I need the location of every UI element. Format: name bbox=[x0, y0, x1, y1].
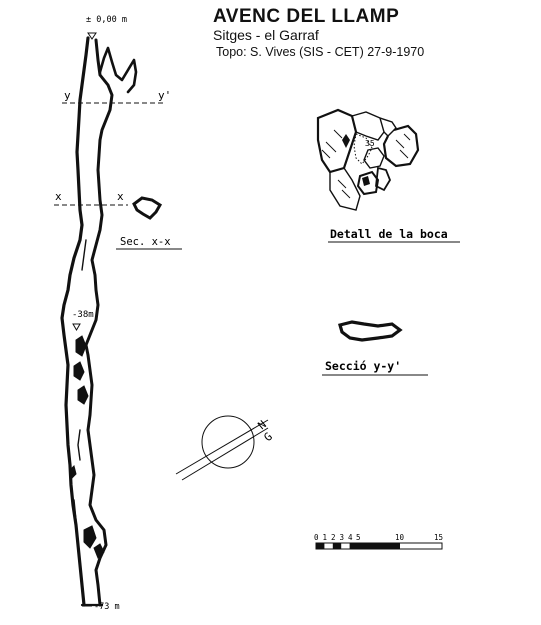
mouth-detail-number: 35 bbox=[365, 139, 375, 148]
depth-top-label: ± 0,00 m bbox=[86, 15, 127, 25]
scale-tick-label: 3 bbox=[340, 533, 345, 542]
compass bbox=[175, 415, 269, 481]
scale-tick-label: 1 bbox=[323, 533, 328, 542]
scale-bar-segment bbox=[316, 543, 325, 549]
profile-right-wall bbox=[84, 38, 114, 607]
depth-bottom-label: -73 m bbox=[94, 602, 120, 612]
scale-tick-label: 4 bbox=[348, 533, 353, 542]
mouth-detail bbox=[316, 108, 420, 211]
mouth-detail-fills bbox=[342, 134, 370, 186]
section-x-left-label: x bbox=[55, 190, 62, 203]
section-y-right-label: y' bbox=[158, 89, 171, 102]
scale-bar-segment bbox=[358, 543, 400, 549]
section-xx-caption: Sec. x-x bbox=[120, 236, 171, 248]
scale-tick-label: 15 bbox=[434, 533, 443, 542]
depth-mid-label: -38m bbox=[72, 310, 94, 320]
survey-location: Sitges - el Garraf bbox=[213, 27, 319, 43]
depth-markers bbox=[72, 32, 97, 331]
profile-left-wall bbox=[60, 36, 90, 607]
section-x-right-label: x bbox=[117, 190, 124, 203]
scale-tick-label: 5 bbox=[356, 533, 361, 542]
scale-bar bbox=[315, 542, 443, 550]
mouth-detail-caption: Detall de la boca bbox=[330, 227, 448, 241]
scale-bar-segment bbox=[332, 543, 342, 549]
scale-tick-labels: 0 1 2 3 4 5 10 15 bbox=[314, 533, 443, 542]
mid-depth-marker bbox=[72, 323, 81, 331]
section-yy-outline bbox=[338, 320, 403, 342]
profile-inner-line bbox=[73, 239, 87, 521]
scale-bar-segment bbox=[349, 543, 358, 549]
compass-north-line bbox=[175, 419, 269, 475]
section-y-left-label: y bbox=[64, 89, 71, 102]
entrance-marker bbox=[87, 32, 97, 40]
profile-blocks bbox=[69, 335, 105, 559]
section-yy-caption: Secció y-y' bbox=[325, 359, 401, 373]
compass-geo-label: G bbox=[261, 430, 274, 444]
survey-title: AVENC DEL LLAMP bbox=[213, 6, 400, 27]
scale-tick-label: 10 bbox=[395, 533, 405, 542]
compass-geo-line bbox=[181, 427, 269, 481]
scale-tick-label: 2 bbox=[331, 533, 336, 542]
cave-profile bbox=[60, 36, 138, 607]
scale-tick-label: 0 bbox=[314, 533, 319, 542]
section-xx-outline bbox=[132, 196, 163, 220]
survey-author-date: Topo: S. Vives (SIS - CET) 27-9-1970 bbox=[216, 45, 425, 59]
compass-north-label: N bbox=[255, 418, 268, 432]
compass-circle bbox=[201, 415, 255, 469]
profile-top-branch bbox=[98, 46, 138, 94]
section-lines bbox=[54, 102, 165, 206]
